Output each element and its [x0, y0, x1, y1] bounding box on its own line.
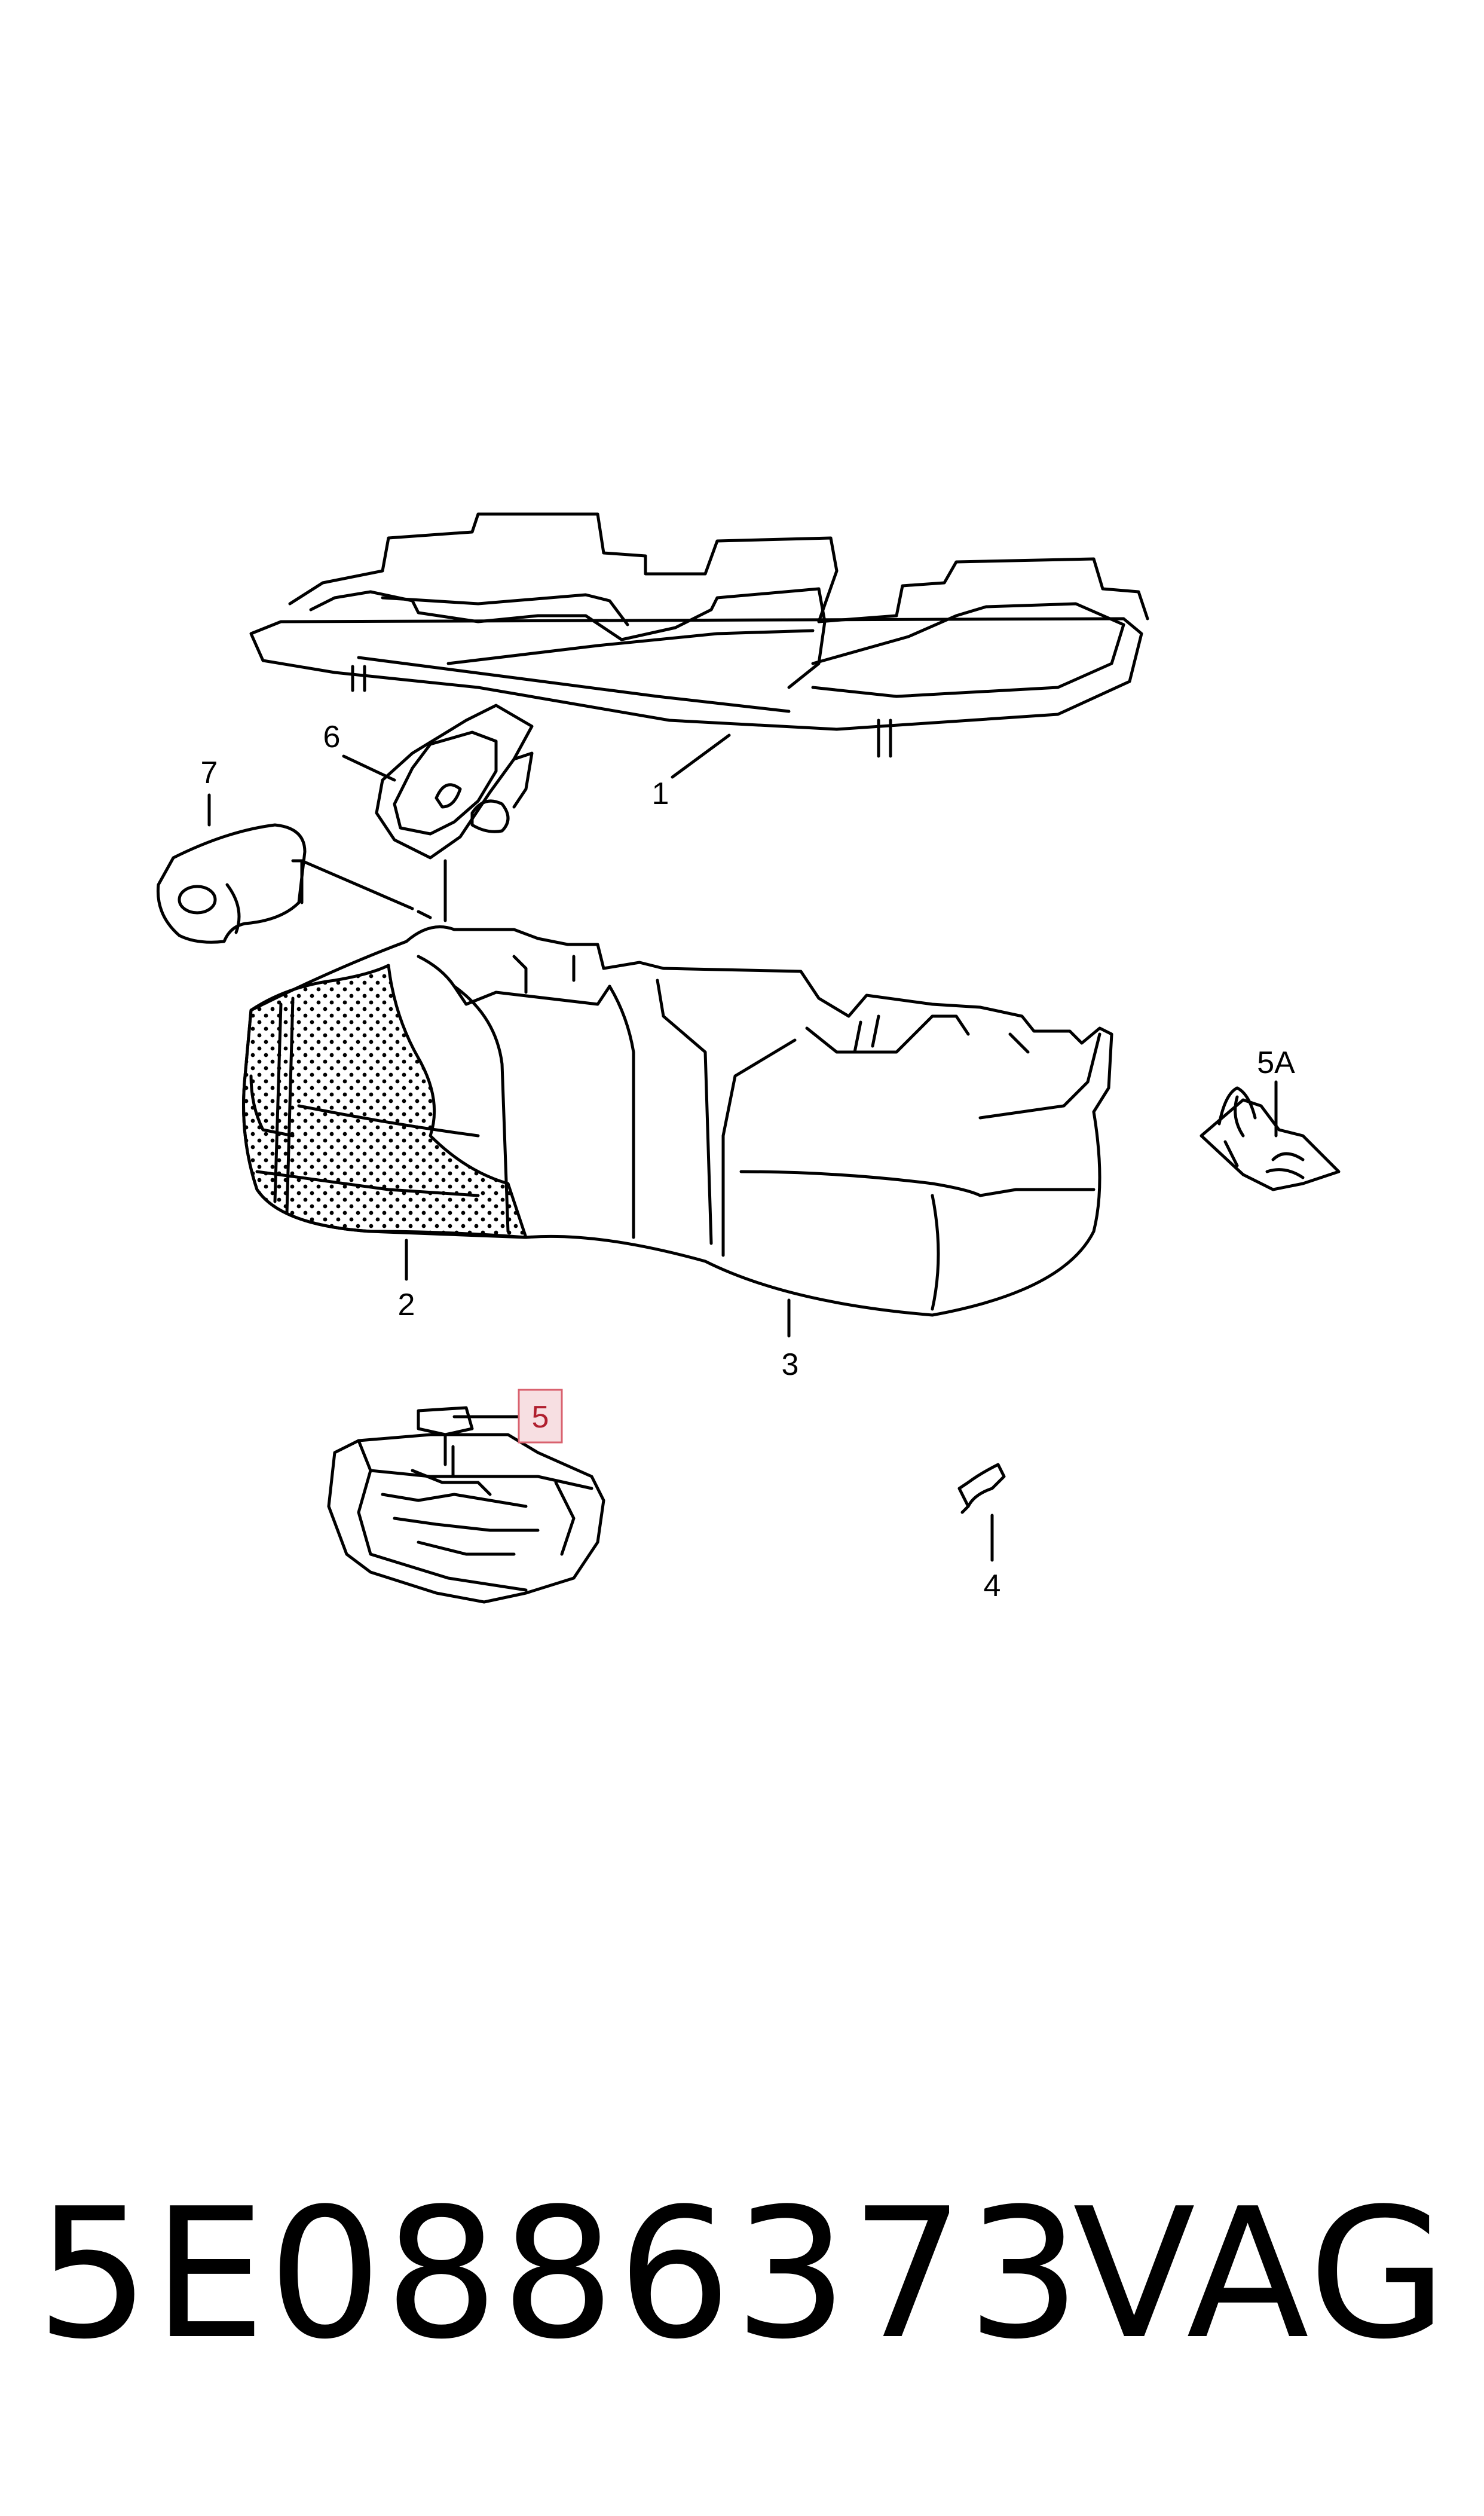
callout-5a[interactable]: 5A	[1257, 1045, 1295, 1080]
callout-7[interactable]: 7	[201, 756, 218, 790]
part-number-label: 5E0886373	[36, 2170, 1084, 2379]
callout-3[interactable]: 3	[782, 1347, 799, 1382]
callout-2[interactable]: 2	[398, 1288, 415, 1322]
part-5-clip-in-tray	[327, 1406, 605, 1604]
leader-lines	[207, 733, 1278, 1562]
callout-1[interactable]: 1	[652, 776, 669, 811]
part-5a-clip	[1200, 1086, 1341, 1191]
part-1-seat-frame	[249, 512, 1149, 758]
part-6-side-cover	[375, 704, 534, 860]
part-7-end-cap	[156, 823, 307, 944]
callout-4[interactable]: 4	[984, 1569, 1001, 1603]
brand-label: VAG	[1073, 2170, 1450, 2379]
highlight-box-callout-5	[518, 1389, 563, 1444]
callout-6[interactable]: 6	[323, 720, 341, 754]
part-2-foam-insert	[242, 964, 528, 1239]
callout-5[interactable]: 5	[532, 1400, 549, 1435]
exploded-parts-drawing: 1 6 7 2 3 5A 5 4	[156, 512, 1341, 1604]
part-4-hook-clip	[957, 1463, 1006, 1514]
